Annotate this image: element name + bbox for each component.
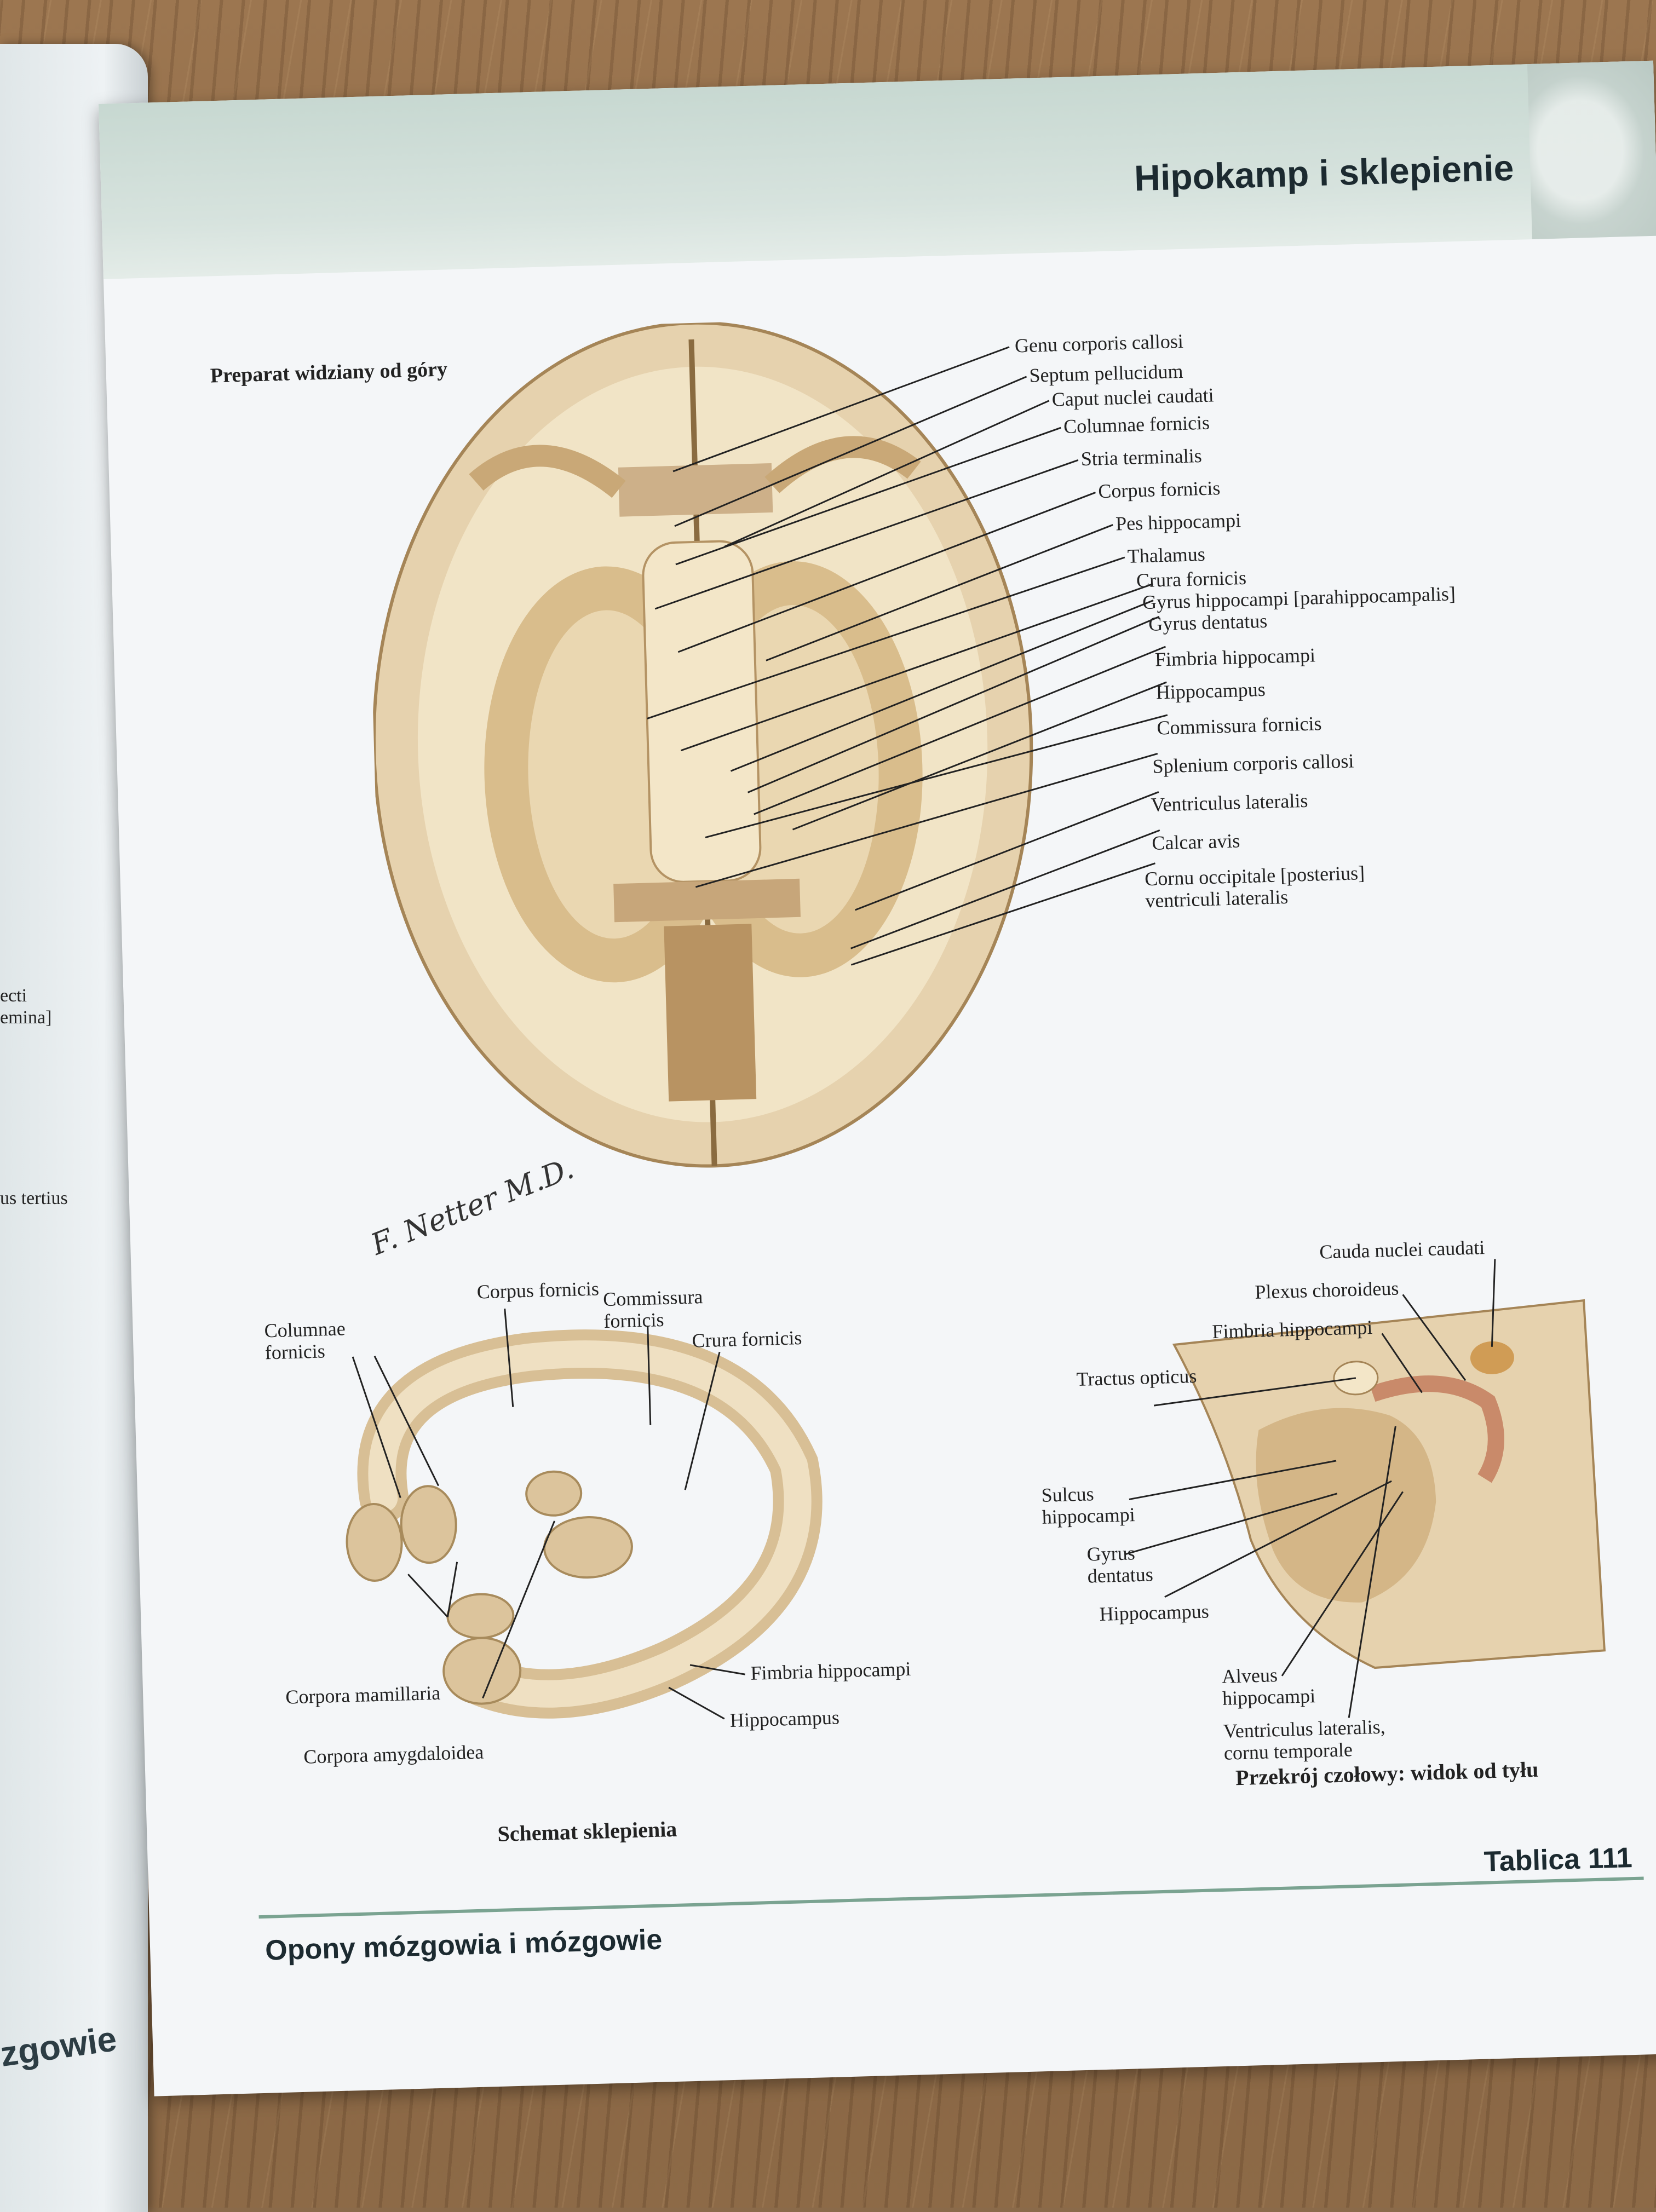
- skull-thumbnail: [1527, 60, 1656, 239]
- label-cornu-occipitale: Cornu occipitale [posterius]: [1145, 862, 1365, 890]
- label-plexus-choroideus: Plexus choroideus: [1255, 1277, 1399, 1303]
- leader-lines: [647, 346, 1168, 966]
- label-stria-terminalis: Stria terminalis: [1080, 445, 1202, 470]
- label-thalamus: Thalamus: [1127, 543, 1205, 567]
- left-page-fragment: us tertius: [0, 1188, 68, 1208]
- label-caput-nuclei-caudati: Caput nuclei caudati: [1051, 384, 1214, 410]
- label-corpora-mamillaria: Corpora mamillaria: [285, 1682, 441, 1708]
- label-crura-fornicis: Crura fornicis: [692, 1327, 802, 1352]
- coronal-leader-lines: [1125, 1259, 1496, 1718]
- label-tractus-opticus: Tractus opticus: [1076, 1365, 1197, 1390]
- left-page-fragment: ecti: [0, 986, 27, 1006]
- fornix-illustration: [346, 1329, 823, 1719]
- label-septum-pellucidum: Septum pellucidum: [1029, 360, 1183, 387]
- label-commissura-fornicis: fornicis: [603, 1309, 664, 1332]
- label-ventriculi-lateralis: ventriculi lateralis: [1145, 886, 1289, 912]
- plate-number: Tablica 111: [1484, 1842, 1633, 1878]
- fornix-schematic-figure: Corpus fornicis Commissura fornicis Colu…: [264, 1277, 911, 1768]
- label-hippocampus: Hippocampus: [1155, 678, 1266, 704]
- label-fimbria-hippocampi: Fimbria hippocampi: [1212, 1316, 1373, 1343]
- label-ventriculus-lateralis: Ventriculus lateralis: [1151, 790, 1308, 816]
- coronal-section-figure: Cauda nuclei caudati Plexus choroideus F…: [1041, 1236, 1606, 1764]
- label-corpus-fornicis: Corpus fornicis: [1098, 477, 1221, 502]
- label-corpora-amygdaloidea: Corpora amygdaloidea: [303, 1741, 484, 1768]
- label-gyrus-dentatus: dentatus: [1087, 1563, 1153, 1587]
- label-alveus-hippocampi: hippocampi: [1222, 1685, 1316, 1709]
- left-page-footer: zgowie: [0, 2018, 119, 2074]
- section-title: Opony mózgowia i mózgowie: [264, 1923, 663, 1967]
- label-group: Genu corporis callosi Septum pellucidum …: [1014, 330, 1456, 912]
- label-ventriculus-lateralis: Ventriculus lateralis,: [1223, 1716, 1385, 1742]
- label-cornu-temporale: cornu temporale: [1223, 1738, 1353, 1764]
- label-commissura: Commissura: [603, 1286, 703, 1310]
- label-fimbria-hippocampi: Fimbria hippocampi: [750, 1658, 911, 1684]
- fornix-leader-lines: [352, 1309, 745, 1720]
- label-gyrus-dentatus: Gyrus dentatus: [1148, 610, 1268, 635]
- figure-left-caption: Schemat sklepienia: [497, 1816, 677, 1846]
- label-calcar-avis: Calcar avis: [1152, 830, 1240, 854]
- label-commissura-fornicis: Commissura fornicis: [1157, 712, 1322, 739]
- label-crura-fornicis: Crura fornicis: [1136, 567, 1246, 592]
- label-corpus-fornicis: Corpus fornicis: [476, 1277, 599, 1303]
- label-hippocampus: Hippocampus: [729, 1706, 840, 1731]
- label-genu-corporis-callosi: Genu corporis callosi: [1014, 330, 1183, 357]
- label-splenium-corporis-callosi: Splenium corporis callosi: [1152, 750, 1354, 777]
- label-cauda-nuclei-caudati: Cauda nuclei caudati: [1319, 1236, 1485, 1263]
- label-hippocampus: Hippocampus: [1099, 1600, 1209, 1625]
- label-fimbria-hippocampi: Fimbria hippocampi: [1155, 644, 1316, 670]
- coronal-illustration: [1172, 1299, 1606, 1669]
- label-pes-hippocampi: Pes hippocampi: [1116, 509, 1241, 534]
- label-alveus: Alveus: [1221, 1664, 1278, 1687]
- brain-top-view-figure: Genu corporis callosi Septum pellucidum …: [372, 321, 1456, 1168]
- label-gyrus: Gyrus: [1086, 1542, 1135, 1565]
- label-sulcus-hippocampi: hippocampi: [1042, 1504, 1135, 1528]
- page-title: Hipokamp i sklepienie: [1134, 147, 1515, 199]
- left-page-fragment: emina]: [0, 1007, 52, 1028]
- brain-illustration: [372, 321, 1033, 1168]
- label-columnae-fornicis: Columnae fornicis: [1063, 412, 1210, 437]
- footer-rule: [258, 1876, 1644, 1919]
- label-columnae-fornicis: fornicis: [264, 1340, 325, 1363]
- label-columnae: Columnae: [264, 1317, 346, 1341]
- atlas-page: Hipokamp i sklepienie Preparat widziany …: [99, 60, 1656, 2096]
- label-sulcus: Sulcus: [1041, 1483, 1094, 1506]
